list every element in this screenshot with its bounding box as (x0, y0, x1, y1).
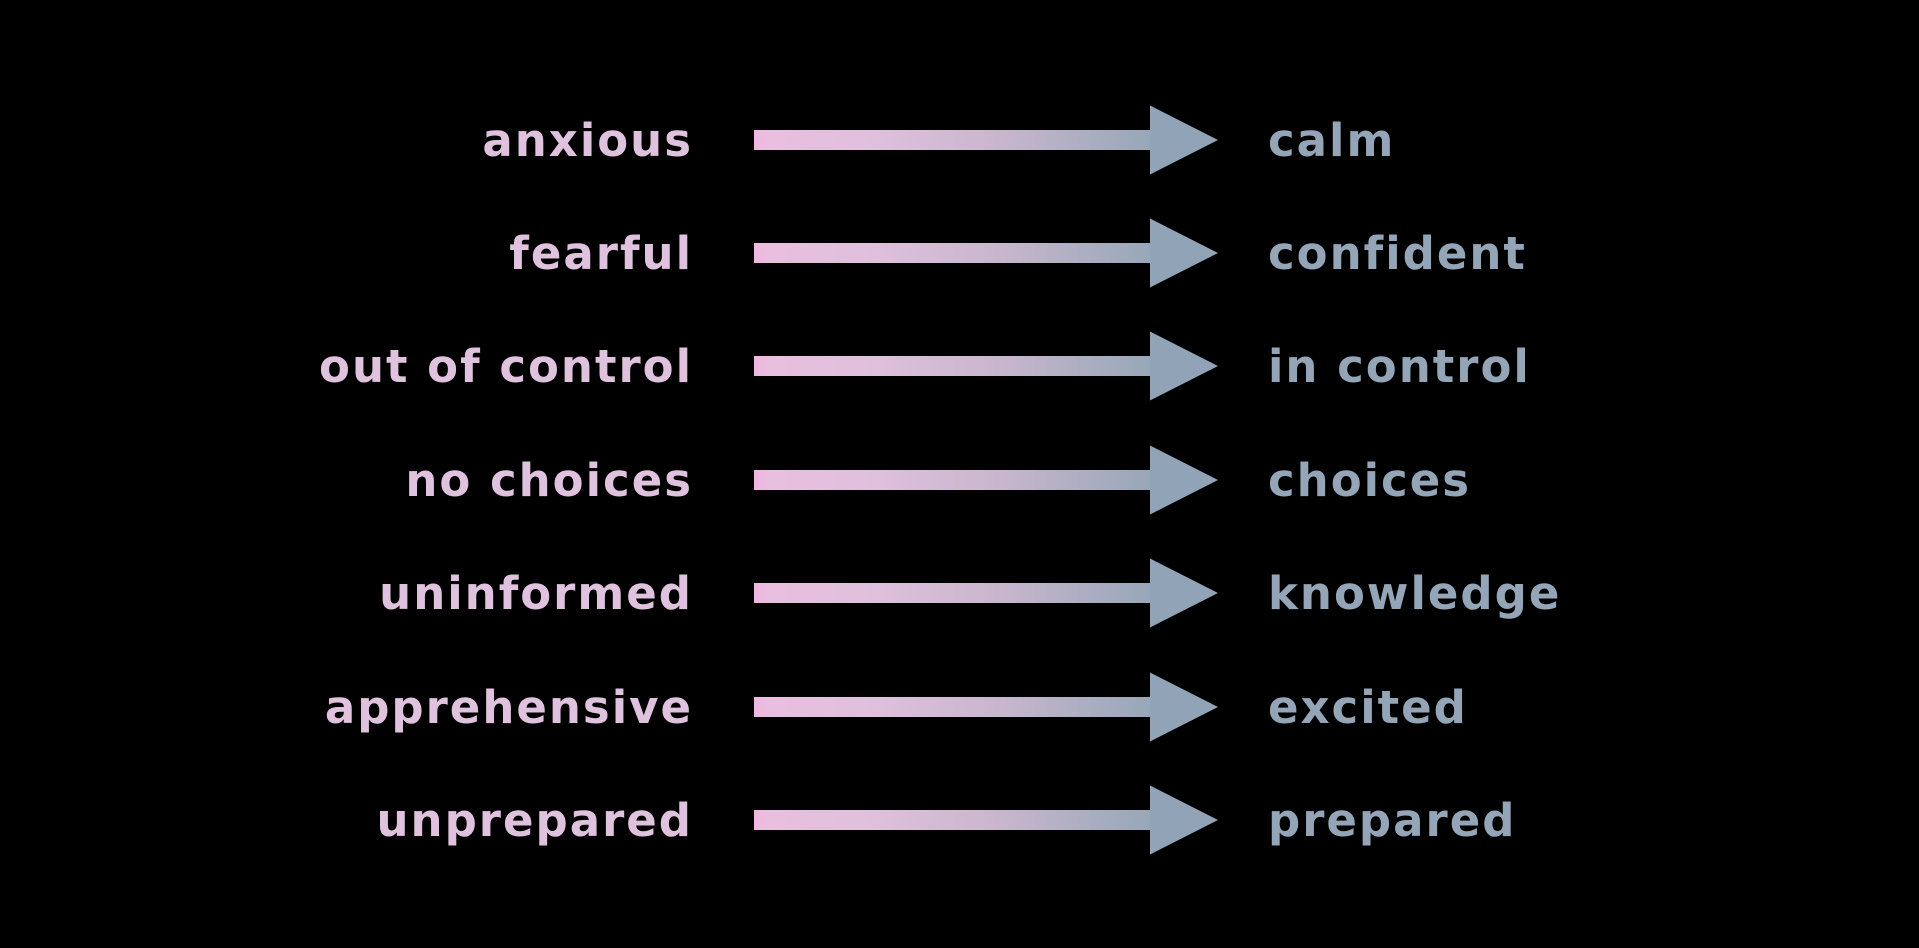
right-arrow-icon (754, 785, 1218, 855)
right-arrow-icon (754, 445, 1218, 515)
label-to: excited (1268, 680, 1468, 734)
reframe-row: out of control in control (0, 318, 1919, 414)
label-to: prepared (1268, 793, 1517, 847)
reframe-row: anxious calm (0, 92, 1919, 188)
label-from: no choices (405, 453, 693, 507)
reframe-row: no choices choices (0, 432, 1919, 528)
label-from: out of control (319, 339, 693, 393)
reframe-row: apprehensive excited (0, 659, 1919, 755)
right-arrow-icon (754, 331, 1218, 401)
label-from: uninformed (379, 566, 693, 620)
label-from: fearful (509, 226, 693, 280)
label-to: calm (1268, 113, 1396, 167)
label-to: in control (1268, 339, 1531, 393)
right-arrow-icon (754, 558, 1218, 628)
reframe-row: fearful confident (0, 205, 1919, 301)
label-to: confident (1268, 226, 1527, 280)
reframe-row: unprepared prepared (0, 772, 1919, 868)
right-arrow-icon (754, 105, 1218, 175)
reframe-row: uninformed knowledge (0, 545, 1919, 641)
label-to: choices (1268, 453, 1472, 507)
label-to: knowledge (1268, 566, 1562, 620)
label-from: unprepared (376, 793, 693, 847)
right-arrow-icon (754, 218, 1218, 288)
label-from: anxious (482, 113, 693, 167)
right-arrow-icon (754, 672, 1218, 742)
label-from: apprehensive (324, 680, 693, 734)
